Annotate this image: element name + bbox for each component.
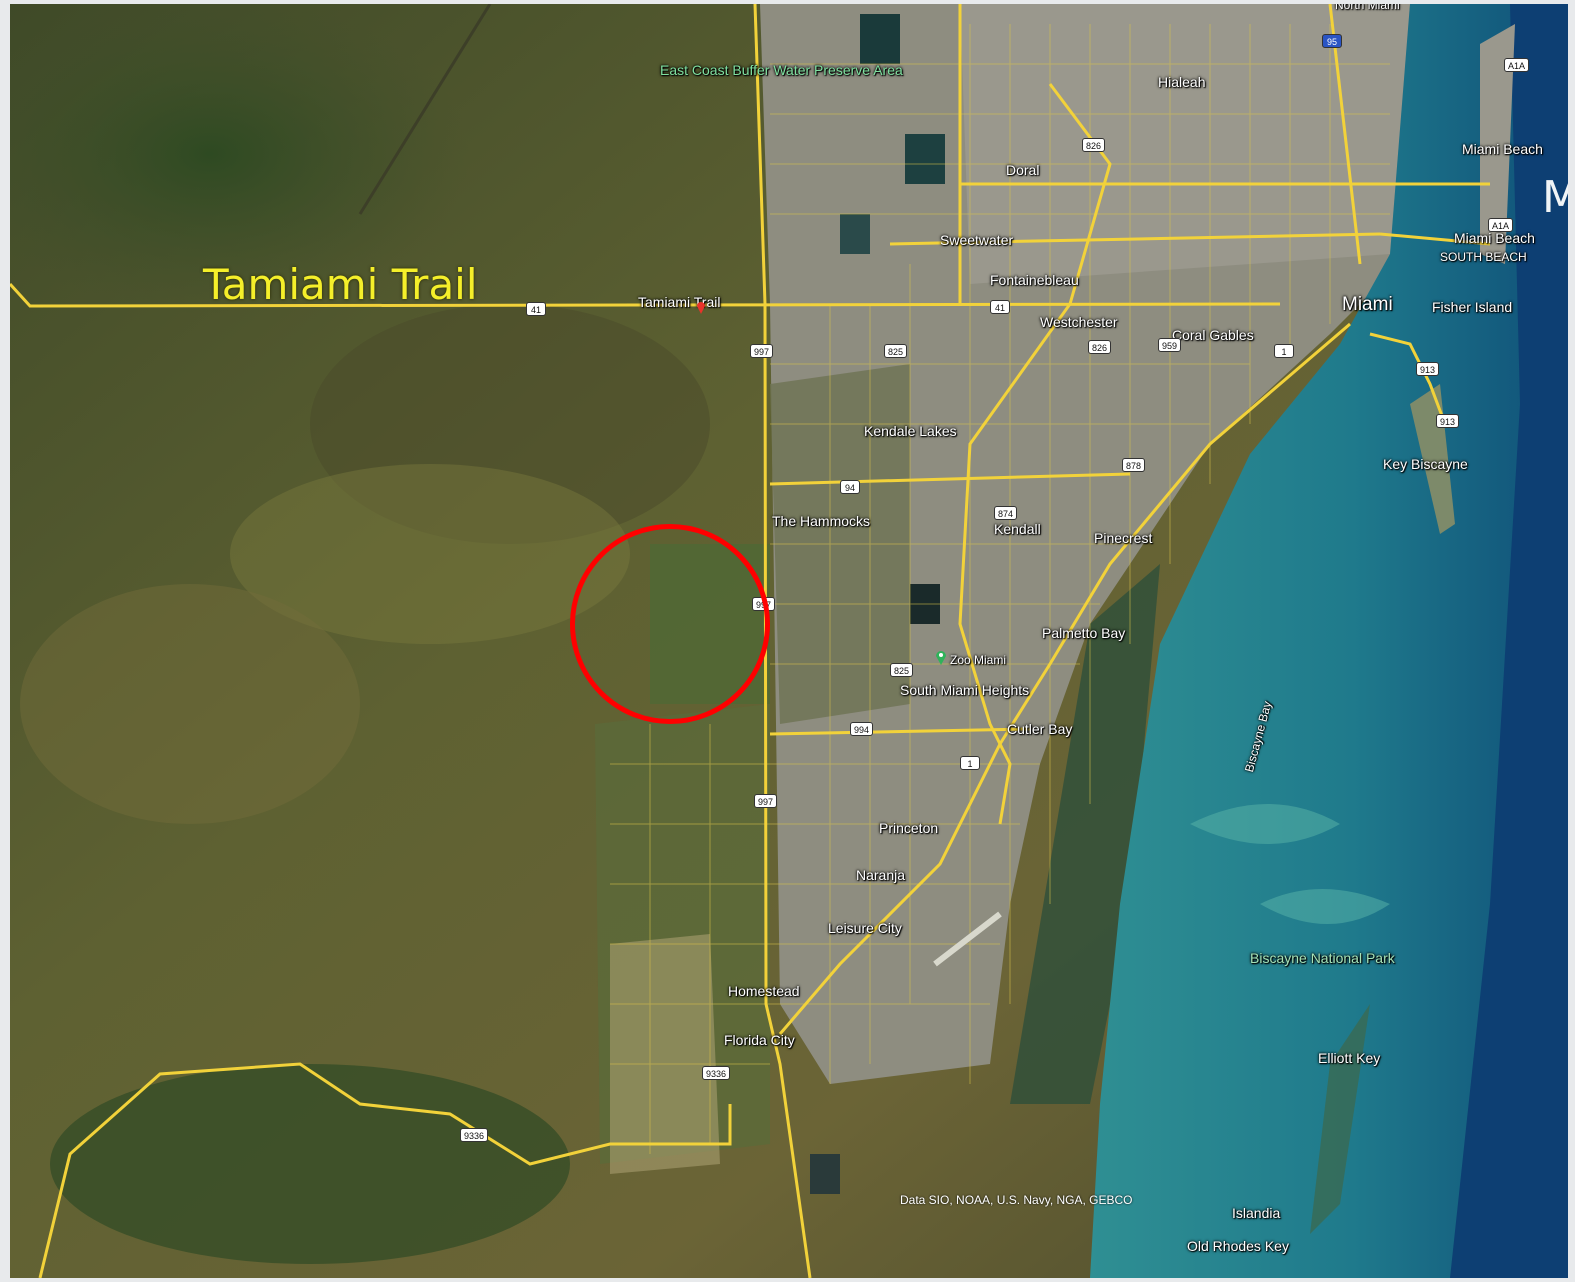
label-doral: Doral	[1006, 162, 1040, 178]
label-florida-city: Florida City	[724, 1032, 795, 1048]
label-princeton: Princeton	[879, 820, 939, 836]
satellite-map[interactable]	[10, 4, 1568, 1278]
label-coral-gables: Coral Gables	[1172, 327, 1254, 343]
shallow-shoal	[1260, 889, 1390, 924]
label-pinecrest: Pinecrest	[1094, 530, 1153, 546]
label-westchester: Westchester	[1040, 314, 1118, 330]
shield-i95: 95	[1322, 34, 1342, 48]
biscayne-bay	[1090, 4, 1568, 1278]
lake	[905, 134, 945, 184]
shield-1-n: 1	[1274, 344, 1294, 358]
light-wetland-patch	[20, 584, 360, 824]
shield-994: 994	[850, 722, 874, 736]
lake	[860, 14, 900, 64]
atlantic-ocean	[1450, 4, 1568, 1278]
shield-913-n: 913	[1416, 362, 1440, 376]
shield-826-s: 826	[1088, 340, 1112, 354]
elliott-key-island	[1310, 1004, 1370, 1234]
shield-997-s: 997	[754, 794, 778, 808]
label-leisure-city: Leisure City	[828, 920, 902, 936]
shield-878: 878	[1122, 458, 1146, 472]
label-miami: Miami	[1342, 294, 1393, 315]
label-kendale-lakes: Kendale Lakes	[864, 423, 957, 439]
major-roads	[10, 4, 1491, 1278]
highlight-circle	[570, 524, 770, 724]
map-attribution: Data SIO, NOAA, U.S. Navy, NGA, GEBCO	[900, 1193, 1133, 1207]
label-south-beach: SOUTH BEACH	[1440, 250, 1527, 264]
label-south-miami-heights: South Miami Heights	[900, 682, 1030, 698]
label-miami-beach-n: Miami Beach	[1462, 141, 1543, 157]
sr94-road	[769, 472, 1131, 486]
causeway-road	[1379, 232, 1491, 246]
sr836-road	[889, 232, 1381, 246]
shield-913-s: 913	[1436, 414, 1460, 428]
us1-road	[778, 322, 1351, 1035]
label-biscayne-np: Biscayne National Park	[1250, 950, 1395, 966]
park-pin-icon[interactable]	[935, 649, 947, 665]
label-sweetwater: Sweetwater	[940, 232, 1014, 248]
label-homestead: Homestead	[728, 983, 800, 999]
label-zoo-miami: Zoo Miami	[950, 653, 1007, 667]
shield-9336-s: 9336	[460, 1128, 489, 1142]
edge-label: M	[1542, 172, 1568, 223]
shield-41-e: 41	[990, 300, 1010, 314]
shield-997-n: 997	[750, 344, 774, 358]
miami-beach-island	[1480, 24, 1515, 264]
runway	[933, 911, 1002, 967]
farmland	[610, 934, 720, 1174]
label-key-biscayne: Key Biscayne	[1383, 456, 1468, 472]
shield-9336-n: 9336	[702, 1066, 731, 1080]
card-sound-road	[38, 1062, 732, 1278]
turnpike-road	[958, 83, 1112, 825]
light-wetland-patch	[230, 464, 630, 644]
label-miami-beach-s: Miami Beach	[1454, 230, 1535, 246]
shield-959: 959	[1158, 338, 1182, 352]
map-pin-icon[interactable]	[696, 300, 706, 314]
shield-826-n: 826	[1082, 138, 1106, 152]
label-preserve: East Coast Buffer Water Preserve Area	[660, 62, 903, 78]
shield-1-s: 1	[960, 756, 980, 770]
label-hialeah: Hialeah	[1158, 74, 1206, 90]
label-tamiami-trail-map: Tamiami Trail	[638, 294, 721, 310]
label-kendall: Kendall	[994, 521, 1041, 537]
label-fisher-island: Fisher Island	[1432, 299, 1513, 315]
shield-a1a-n: A1A	[1504, 58, 1530, 72]
label-north-miami: North Miami	[1335, 4, 1400, 12]
coastal-mangrove	[1010, 564, 1160, 1104]
shield-a1a-s: A1A	[1488, 218, 1514, 232]
shield-94: 94	[840, 480, 860, 494]
shield-825-s: 825	[890, 663, 914, 677]
sr994-road	[769, 727, 1031, 736]
label-elliott-key: Elliott Key	[1318, 1050, 1381, 1066]
tamiami-trail-road	[10, 282, 1281, 308]
label-palmetto-bay: Palmetto Bay	[1042, 625, 1126, 641]
overlay-label-tamiami-trail: Tamiami Trail	[203, 260, 478, 309]
shield-41-w: 41	[526, 302, 546, 316]
dark-wetland-patch	[310, 304, 710, 544]
dark-wetland-patch	[50, 1064, 570, 1264]
krome-ave-road	[753, 4, 812, 1278]
label-the-hammocks: The Hammocks	[772, 513, 871, 529]
label-old-rhodes-key: Old Rhodes Key	[1187, 1238, 1289, 1254]
dark-wetland-patch	[10, 4, 470, 314]
map-viewport[interactable]: North Miami East Coast Buffer Water Pres…	[10, 4, 1568, 1278]
label-cutler-bay: Cutler Bay	[1007, 721, 1073, 737]
label-fontainebleau: Fontainebleau	[990, 272, 1079, 288]
lake	[840, 214, 870, 254]
levee-line	[358, 4, 492, 215]
label-islandia: Islandia	[1232, 1205, 1281, 1221]
shield-874: 874	[994, 506, 1018, 520]
shallow-shoal	[1190, 804, 1340, 844]
label-naranja: Naranja	[856, 867, 906, 883]
shield-825-n: 825	[884, 344, 908, 358]
lake	[810, 1154, 840, 1194]
